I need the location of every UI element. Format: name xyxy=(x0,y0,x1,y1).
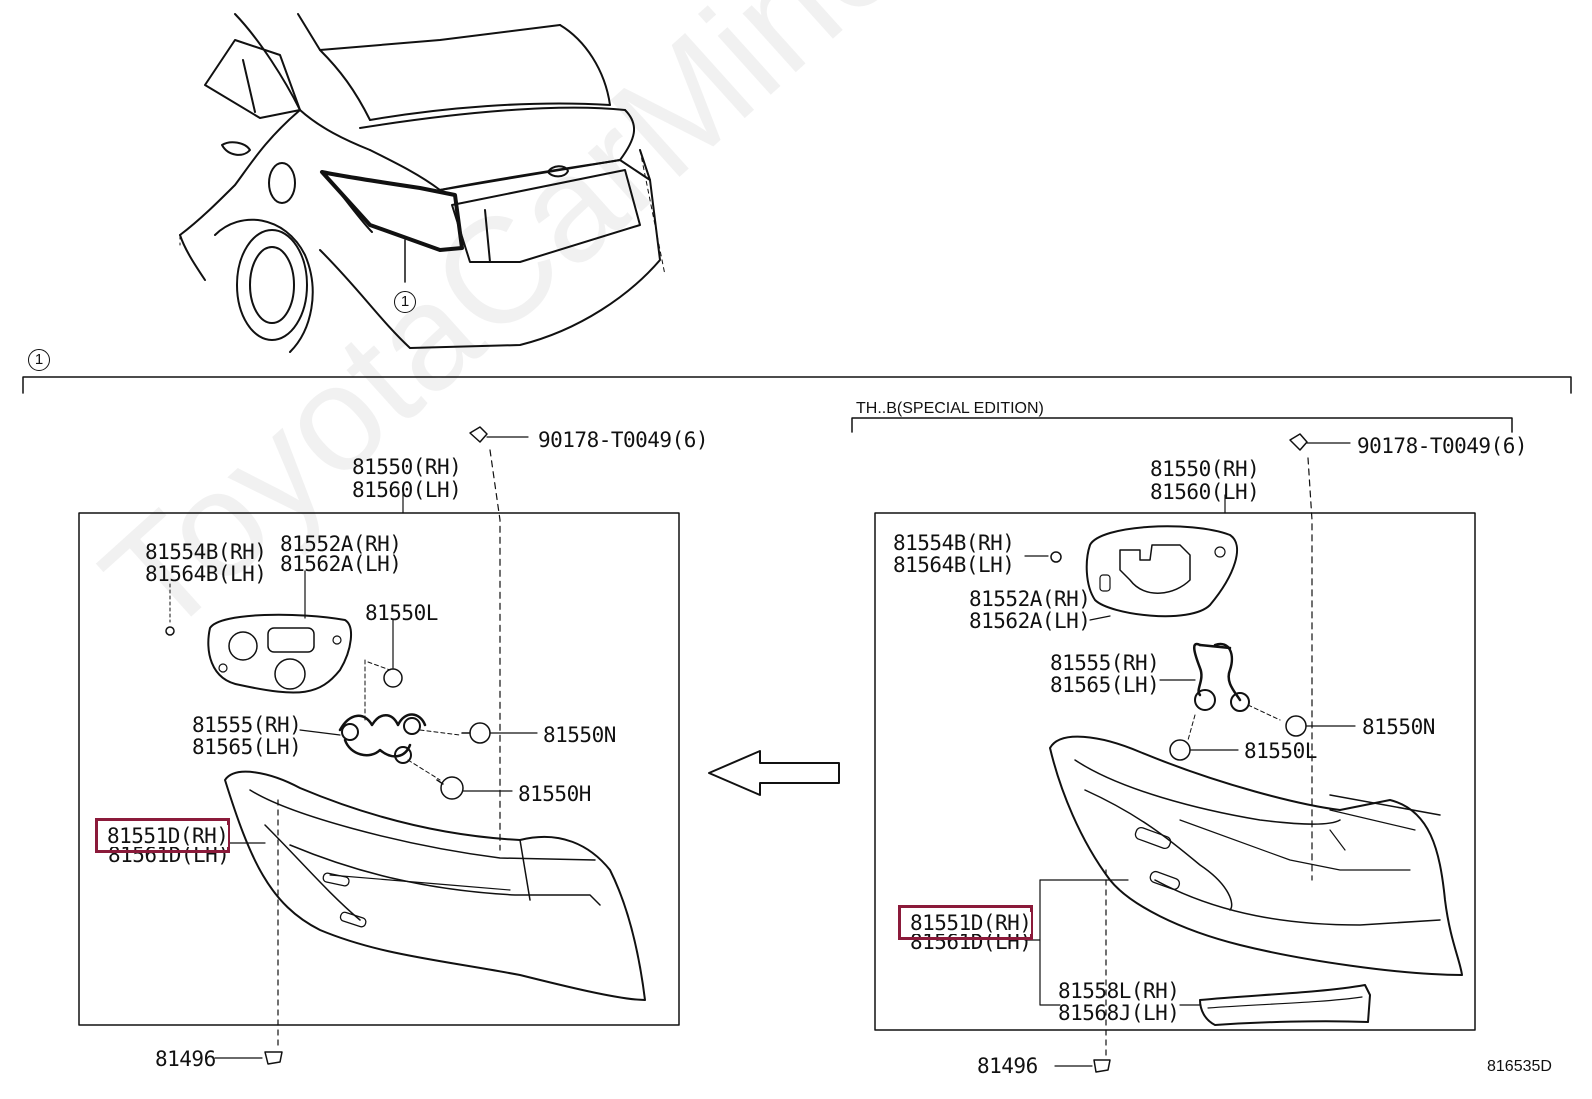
part-label-lens-lh[interactable]: 81561D(LH) xyxy=(108,843,230,867)
callout-1-group[interactable]: 1 xyxy=(28,349,50,371)
part-label-socket-b-rh[interactable]: 81554B(RH) xyxy=(893,531,1015,555)
part-label-bulb-n[interactable]: 81550N xyxy=(543,723,616,747)
part-label-lens-lh[interactable]: 81561D(LH) xyxy=(910,930,1032,954)
part-label-gasket-lh[interactable]: 81562A(LH) xyxy=(969,609,1091,633)
part-label-wire-rh[interactable]: 81555(RH) xyxy=(192,713,302,737)
part-label-bulb-n[interactable]: 81550N xyxy=(1362,715,1435,739)
part-label-gasket-rh[interactable]: 81552A(RH) xyxy=(969,587,1091,611)
part-label-gasket-rh[interactable]: 81552A(RH) xyxy=(280,532,402,556)
part-label-screw[interactable]: 90178-T0049(6) xyxy=(1357,434,1528,458)
figure-code: 816535D xyxy=(1487,1058,1552,1075)
part-label-socket-b-lh[interactable]: 81564B(LH) xyxy=(893,553,1015,577)
highlight-box xyxy=(95,818,230,853)
part-label-wire-lh[interactable]: 81565(LH) xyxy=(192,735,302,759)
part-label-lamp-lh[interactable]: 81560(LH) xyxy=(352,478,462,502)
part-label-lamp-rh[interactable]: 81550(RH) xyxy=(352,455,462,479)
callout-1[interactable]: 1 xyxy=(394,291,416,313)
part-label-bulb-l[interactable]: 81550L xyxy=(365,601,438,625)
part-label-bulb-l[interactable]: 81550L xyxy=(1244,739,1317,763)
part-label-wire-lh[interactable]: 81565(LH) xyxy=(1050,673,1160,697)
special-edition-label: TH..B(SPECIAL EDITION) xyxy=(856,400,1044,417)
part-label-socket-b-lh[interactable]: 81564B(LH) xyxy=(145,562,267,586)
highlight-box xyxy=(898,905,1033,940)
part-label-gasket-lh[interactable]: 81562A(LH) xyxy=(280,552,402,576)
right-detail-box xyxy=(874,433,1476,1073)
part-label-wire-rh[interactable]: 81555(RH) xyxy=(1050,651,1160,675)
direction-arrow xyxy=(708,750,840,796)
part-label-reflector-lh[interactable]: 81568J(LH) xyxy=(1058,1001,1180,1025)
part-label-lens-rh[interactable]: 81551D(RH) xyxy=(910,911,1032,935)
part-label-clip[interactable]: 81496 xyxy=(155,1047,216,1071)
part-label-clip[interactable]: 81496 xyxy=(977,1054,1038,1078)
part-label-screw[interactable]: 90178-T0049(6) xyxy=(538,428,709,452)
part-label-lamp-rh[interactable]: 81550(RH) xyxy=(1150,457,1260,481)
part-label-lens-rh[interactable]: 81551D(RH) xyxy=(107,824,229,848)
part-label-socket-b-rh[interactable]: 81554B(RH) xyxy=(145,540,267,564)
part-label-lamp-lh[interactable]: 81560(LH) xyxy=(1150,480,1260,504)
part-label-reflector-rh[interactable]: 81558L(RH) xyxy=(1058,979,1180,1003)
group-bracket xyxy=(22,376,1572,433)
part-label-bulb-h[interactable]: 81550H xyxy=(518,782,591,806)
car-rear-illustration xyxy=(179,13,666,353)
left-detail-box xyxy=(78,426,680,1065)
